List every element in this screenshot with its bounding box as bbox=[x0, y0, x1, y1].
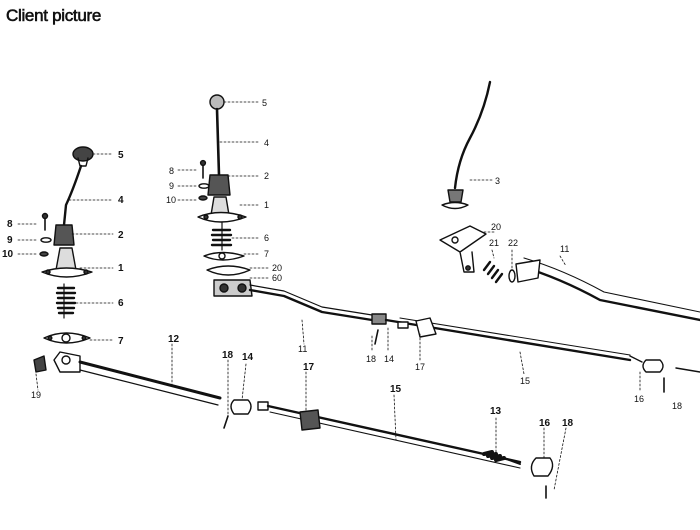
label-bushing-16: 16 bbox=[634, 394, 644, 404]
label-center-60: 60 bbox=[272, 273, 282, 283]
label-left-7: 7 bbox=[118, 336, 124, 347]
label-center-8: 8 bbox=[169, 166, 174, 176]
label-center-5: 5 bbox=[262, 98, 267, 108]
label-left-9: 9 bbox=[7, 235, 13, 246]
label-lower-16: 16 bbox=[539, 418, 551, 429]
leader-lines bbox=[17, 101, 641, 491]
label-center-6: 6 bbox=[264, 233, 269, 243]
label-boot-13: 13 bbox=[490, 406, 502, 417]
shift-rod-upper bbox=[248, 284, 700, 393]
label-clamp-14: 14 bbox=[384, 354, 394, 364]
label-left-4: 4 bbox=[118, 195, 124, 206]
label-right-21: 21 bbox=[489, 238, 499, 248]
diagram-caption: Client picture bbox=[6, 6, 102, 26]
label-center-2: 2 bbox=[264, 171, 269, 181]
label-joint-17: 17 bbox=[415, 362, 425, 372]
label-lower-18b: 18 bbox=[562, 418, 574, 429]
label-center-10: 10 bbox=[166, 195, 176, 205]
label-lower-17: 17 bbox=[303, 362, 315, 373]
label-center-20: 20 bbox=[272, 263, 282, 273]
label-lower-15: 15 bbox=[390, 384, 402, 395]
label-rod-12: 12 bbox=[168, 334, 180, 345]
label-left-8: 8 bbox=[7, 219, 13, 230]
label-center-1: 1 bbox=[264, 200, 269, 210]
label-left-2: 2 bbox=[118, 230, 124, 241]
label-right-11: 11 bbox=[560, 244, 569, 254]
label-center-4: 4 bbox=[264, 138, 269, 148]
label-right-3: 3 bbox=[495, 176, 500, 186]
shift-rod-right bbox=[515, 257, 700, 322]
part-labels: 5 4 8 2 9 10 1 6 7 5 4 8 2 9 10 1 6 7 20… bbox=[2, 98, 682, 429]
label-rod-15: 15 bbox=[520, 376, 530, 386]
label-right-22: 22 bbox=[508, 238, 518, 248]
center-shifter-assembly bbox=[197, 94, 253, 297]
label-right-20: 20 bbox=[491, 222, 501, 232]
label-lower-18: 18 bbox=[222, 350, 234, 361]
right-shifter-assembly bbox=[439, 80, 516, 284]
label-lower-14: 14 bbox=[242, 352, 254, 363]
label-rod-11: 11 bbox=[298, 344, 307, 354]
label-screw-18b: 18 bbox=[672, 401, 682, 411]
label-screw-18: 18 bbox=[366, 354, 376, 364]
label-center-9: 9 bbox=[169, 181, 174, 191]
label-center-7: 7 bbox=[264, 249, 269, 259]
label-left-10: 10 bbox=[2, 249, 14, 260]
label-left-1: 1 bbox=[118, 263, 124, 274]
label-left-6: 6 bbox=[118, 298, 124, 309]
shift-rod-lower bbox=[33, 351, 554, 499]
label-left-5: 5 bbox=[118, 150, 124, 161]
left-shifter-assembly bbox=[39, 146, 94, 344]
label-part-19: 19 bbox=[31, 390, 41, 400]
